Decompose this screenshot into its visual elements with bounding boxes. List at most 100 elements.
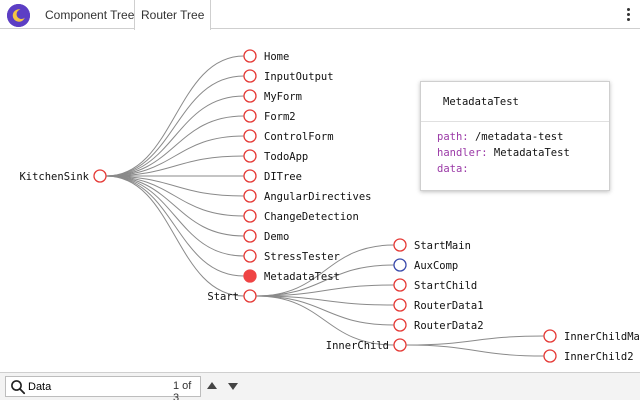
tree-link xyxy=(255,295,395,346)
tree-node-routerdata2[interactable]: RouterData2 xyxy=(393,318,484,332)
tree-node-label: Start xyxy=(207,291,239,303)
tree-node-myform[interactable]: MyForm xyxy=(243,89,302,103)
tree-node-label: StartChild xyxy=(414,280,477,292)
tree-node-circle[interactable] xyxy=(393,298,407,312)
tree-node-kitchensink[interactable]: KitchenSink xyxy=(19,169,107,183)
tree-link xyxy=(255,264,395,297)
tree-node-circle[interactable] xyxy=(243,249,257,263)
tree-link xyxy=(105,175,245,197)
tree-link xyxy=(105,95,245,177)
tree-node-circle[interactable] xyxy=(393,258,407,272)
tree-node-circle[interactable] xyxy=(243,129,257,143)
tree-node-todoapp[interactable]: TodoApp xyxy=(243,149,308,163)
tree-node-circle[interactable] xyxy=(393,278,407,292)
search-icon xyxy=(11,380,26,395)
tree-node-startmain[interactable]: StartMain xyxy=(393,238,471,252)
tree-node-circle[interactable] xyxy=(243,229,257,243)
popup-key: handler: xyxy=(437,147,488,159)
tree-node-label: StartMain xyxy=(414,240,471,252)
tree-node-auxcomp[interactable]: AuxComp xyxy=(393,258,458,272)
search-box[interactable]: 1 of 3 xyxy=(5,376,201,400)
tree-node-label: InputOutput xyxy=(264,71,334,83)
popup-row-path: path: /metadata-test xyxy=(437,129,609,145)
tree-node-routerdata1[interactable]: RouterData1 xyxy=(393,298,484,312)
tab-router-tree[interactable]: Router Tree xyxy=(134,0,212,30)
router-tree-graph: KitchenSink HomeInputOutputMyFormForm2Con… xyxy=(19,49,640,363)
match-count: 1 of 3 xyxy=(173,380,192,400)
tree-node-angulardirectives[interactable]: AngularDirectives xyxy=(243,189,371,203)
tree-node-label: Form2 xyxy=(264,111,296,123)
tree-node-label: MetadataTest xyxy=(264,271,340,283)
tree-link xyxy=(105,175,245,277)
tree-link xyxy=(105,155,245,177)
tree-node-label: DITree xyxy=(264,171,302,183)
next-match-icon[interactable] xyxy=(224,377,242,395)
tab-component-tree[interactable]: Component Tree xyxy=(45,8,135,22)
tree-node-circle[interactable] xyxy=(243,109,257,123)
tree-link xyxy=(405,335,545,346)
tree-node-label: Demo xyxy=(264,231,289,243)
tree-node-innerchild[interactable]: InnerChild xyxy=(326,338,407,352)
augury-logo-icon xyxy=(7,4,30,27)
tree-node-label: RouterData1 xyxy=(414,300,484,312)
tree-node-label: Home xyxy=(264,51,289,63)
tree-node-innerchild2[interactable]: InnerChild2 xyxy=(543,349,634,363)
tree-link xyxy=(255,244,395,297)
tree-node-circle[interactable] xyxy=(243,269,257,283)
tree-node-circle[interactable] xyxy=(393,238,407,252)
more-options-icon[interactable] xyxy=(622,7,634,23)
tree-node-circle[interactable] xyxy=(393,318,407,332)
tree-node-home[interactable]: Home xyxy=(243,49,289,63)
tree-node-circle[interactable] xyxy=(93,169,107,183)
tree-node-circle[interactable] xyxy=(243,69,257,83)
tree-link xyxy=(105,115,245,177)
tree-node-metadatatest[interactable]: MetadataTest xyxy=(243,269,340,283)
tree-node-label: KitchenSink xyxy=(19,171,89,183)
tree-link xyxy=(255,295,395,306)
tree-node-innerchildma[interactable]: InnerChildMa xyxy=(543,329,640,343)
tree-node-controlform[interactable]: ControlForm xyxy=(243,129,334,143)
tree-node-circle[interactable] xyxy=(243,289,257,303)
tree-link xyxy=(105,175,245,297)
popup-value: /metadata-test xyxy=(474,131,564,143)
tree-node-circle[interactable] xyxy=(243,209,257,223)
tree-node-circle[interactable] xyxy=(243,89,257,103)
tree-node-circle[interactable] xyxy=(393,338,407,352)
popup-title: MetadataTest xyxy=(421,82,609,122)
tree-node-changedetection[interactable]: ChangeDetection xyxy=(243,209,359,223)
tree-node-label: ControlForm xyxy=(264,131,334,143)
tree-link xyxy=(105,175,245,257)
popup-row-data: data: xyxy=(437,161,609,177)
popup-key: path: xyxy=(437,131,469,143)
tree-node-stresstester[interactable]: StressTester xyxy=(243,249,340,263)
route-info-popup: MetadataTest path: /metadata-test handle… xyxy=(420,81,610,191)
tree-node-circle[interactable] xyxy=(543,349,557,363)
tree-node-circle[interactable] xyxy=(243,149,257,163)
popup-body: path: /metadata-test handler: MetadataTe… xyxy=(421,122,609,177)
tree-node-circle[interactable] xyxy=(543,329,557,343)
tree-node-form2[interactable]: Form2 xyxy=(243,109,296,123)
previous-match-icon[interactable] xyxy=(203,377,221,395)
tree-link xyxy=(105,75,245,177)
tree-node-startchild[interactable]: StartChild xyxy=(393,278,477,292)
tree-link xyxy=(255,284,395,297)
tree-node-label: InnerChildMa xyxy=(564,331,640,343)
tree-node-demo[interactable]: Demo xyxy=(243,229,289,243)
tree-node-label: MyForm xyxy=(264,91,302,103)
tree-node-start[interactable]: Start xyxy=(207,289,257,303)
tree-node-inputoutput[interactable]: InputOutput xyxy=(243,69,334,83)
tree-node-label: AuxComp xyxy=(414,260,458,272)
tree-link xyxy=(405,344,545,357)
search-input[interactable] xyxy=(28,379,158,395)
popup-value: MetadataTest xyxy=(493,147,570,159)
tree-node-ditree[interactable]: DITree xyxy=(243,169,302,183)
tree-node-label: InnerChild xyxy=(326,340,389,352)
tree-link xyxy=(105,175,245,237)
tree-node-label: RouterData2 xyxy=(414,320,484,332)
tree-node-circle[interactable] xyxy=(243,49,257,63)
tree-node-label: InnerChild2 xyxy=(564,351,634,363)
tree-link xyxy=(255,295,395,326)
tree-node-circle[interactable] xyxy=(243,169,257,183)
tree-node-circle[interactable] xyxy=(243,189,257,203)
